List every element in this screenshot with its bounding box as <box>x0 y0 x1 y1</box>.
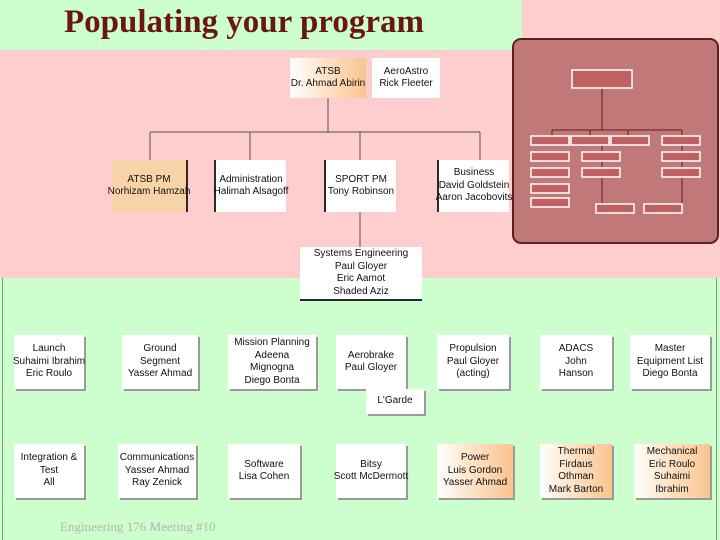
communications-title: Communications <box>119 452 195 464</box>
integration-test-title-2: Test <box>39 464 59 476</box>
business-box: Business David Goldstein Aaron Jacobovit… <box>436 160 512 212</box>
launch-name-2: Eric Roulo <box>25 368 73 380</box>
aeroastro-leader-box: AeroAstro Rick Fleeter <box>372 58 440 98</box>
ground-segment-name: Yasser Ahmad <box>127 368 193 380</box>
systems-engineering-name-1: Paul Gloyer <box>334 260 388 272</box>
mechanical-name-1: Eric Roulo <box>648 458 696 470</box>
launch-box: Launch Suhaimi Ibrahim Eric Roulo <box>12 335 86 389</box>
mission-planning-name-1: Adeena <box>254 349 290 361</box>
atsb-pm-box: ATSB PM Norhizam Hamzah <box>108 160 190 212</box>
sport-pm-title: SPORT PM <box>335 173 387 185</box>
lgarde-label: L'Garde <box>377 395 413 407</box>
systems-engineering-name-2: Eric Aamot <box>336 273 386 284</box>
mechanical-name-2: Suhaimi <box>653 471 691 482</box>
master-equipment-list-name: Diego Bonta <box>642 368 698 380</box>
integration-test-box: Integration & Test All <box>14 444 84 498</box>
aerobrake-title: Aerobrake <box>347 349 395 361</box>
title-band <box>0 0 522 50</box>
org-chart-overview-inset <box>512 38 719 244</box>
adacs-title: ADACS <box>558 343 594 355</box>
atsb-pm-title: ATSB PM <box>127 173 171 185</box>
bitsy-title: Bitsy <box>360 458 382 470</box>
lgarde-box: L'Garde <box>366 389 424 414</box>
mission-planning-name-2: Mignogna <box>250 362 294 373</box>
software-box: Software Lisa Cohen <box>228 444 300 498</box>
master-equipment-list-box: Master Equipment List Diego Bonta <box>630 335 710 389</box>
adacs-name-2: Hanson <box>558 368 594 380</box>
mission-planning-box: Mission Planning Adeena Mignogna Diego B… <box>228 335 316 389</box>
thermal-title: Thermal <box>557 446 595 457</box>
ground-segment-title-2: Segment <box>139 355 181 367</box>
bitsy-name: Scott McDermott <box>333 471 409 482</box>
slide-title: Populating your program <box>64 4 424 40</box>
power-name-1: Luis Gordon <box>447 464 503 476</box>
integration-test-name: All <box>43 477 55 489</box>
aeroastro-leader-title: AeroAstro <box>383 65 429 77</box>
ground-segment-box: Ground Segment Yasser Ahmad <box>122 335 198 389</box>
atsb-leader-box: ATSB Dr. Ahmad Abirin <box>290 58 366 98</box>
master-equipment-list-title-1: Master <box>654 343 686 355</box>
sport-pm-name: Tony Robinson <box>327 186 395 197</box>
mission-planning-name-3: Diego Bonta <box>244 374 300 386</box>
sport-pm-box: SPORT PM Tony Robinson <box>324 160 396 212</box>
atsb-leader-title: ATSB <box>315 65 341 77</box>
mechanical-box: Mechanical Eric Roulo Suhaimi Ibrahim <box>634 444 710 498</box>
propulsion-title: Propulsion <box>449 343 497 355</box>
teams-area <box>2 278 717 540</box>
slide-footer: Engineering 176 Meeting #10 <box>60 519 216 534</box>
thermal-box: Thermal Firdaus Othman Mark Barton <box>540 444 612 498</box>
aeroastro-leader-name: Rick Fleeter <box>379 78 433 89</box>
adacs-box: ADACS John Hanson <box>540 335 612 389</box>
software-title: Software <box>244 458 284 470</box>
propulsion-box: Propulsion Paul Gloyer (acting) <box>437 335 509 389</box>
aerobrake-box: Aerobrake Paul Gloyer <box>336 335 406 389</box>
atsb-pm-name: Norhizam Hamzah <box>107 186 191 197</box>
administration-box: Administration Halimah Alsagoff <box>213 160 289 212</box>
aerobrake-name: Paul Gloyer <box>344 362 398 373</box>
software-name: Lisa Cohen <box>238 471 290 482</box>
systems-engineering-title: Systems Engineering <box>313 248 409 259</box>
communications-name-1: Yasser Ahmad <box>124 464 190 476</box>
adacs-name-1: John <box>565 355 587 367</box>
systems-engineering-box: Systems Engineering Paul Gloyer Eric Aam… <box>300 247 422 301</box>
thermal-name-1: Firdaus <box>559 458 593 470</box>
mechanical-name-3: Ibrahim <box>655 483 689 495</box>
systems-engineering-name-3: Shaded Aziz <box>333 285 389 297</box>
business-name-2: Aaron Jacobovits <box>435 192 513 204</box>
administration-name: Halimah Alsagoff <box>213 186 289 197</box>
mechanical-title: Mechanical <box>646 446 698 457</box>
propulsion-note: (acting) <box>456 368 490 380</box>
communications-box: Communications Yasser Ahmad Ray Zenick <box>118 444 196 498</box>
master-equipment-list-title-2: Equipment List <box>636 355 704 367</box>
atsb-leader-name: Dr. Ahmad Abirin <box>290 78 366 89</box>
power-title: Power <box>460 452 490 464</box>
administration-title: Administration <box>219 173 283 185</box>
mission-planning-title: Mission Planning <box>234 337 310 348</box>
integration-test-title-1: Integration & <box>20 452 78 464</box>
thermal-name-2: Othman <box>558 471 594 482</box>
thermal-name-3: Mark Barton <box>548 483 604 495</box>
propulsion-name: Paul Gloyer <box>446 355 500 367</box>
business-name-1: David Goldstein <box>438 179 510 191</box>
ground-segment-title-1: Ground <box>143 343 177 355</box>
communications-name-2: Ray Zenick <box>131 477 182 489</box>
org-chart-thumbnail <box>530 69 701 214</box>
launch-name-1: Suhaimi Ibrahim <box>12 355 86 367</box>
business-title: Business <box>453 167 495 179</box>
bitsy-box: Bitsy Scott McDermott <box>333 444 409 498</box>
power-box: Power Luis Gordon Yasser Ahmad <box>437 444 513 498</box>
power-name-2: Yasser Ahmad <box>442 477 508 489</box>
launch-title: Launch <box>32 343 66 355</box>
